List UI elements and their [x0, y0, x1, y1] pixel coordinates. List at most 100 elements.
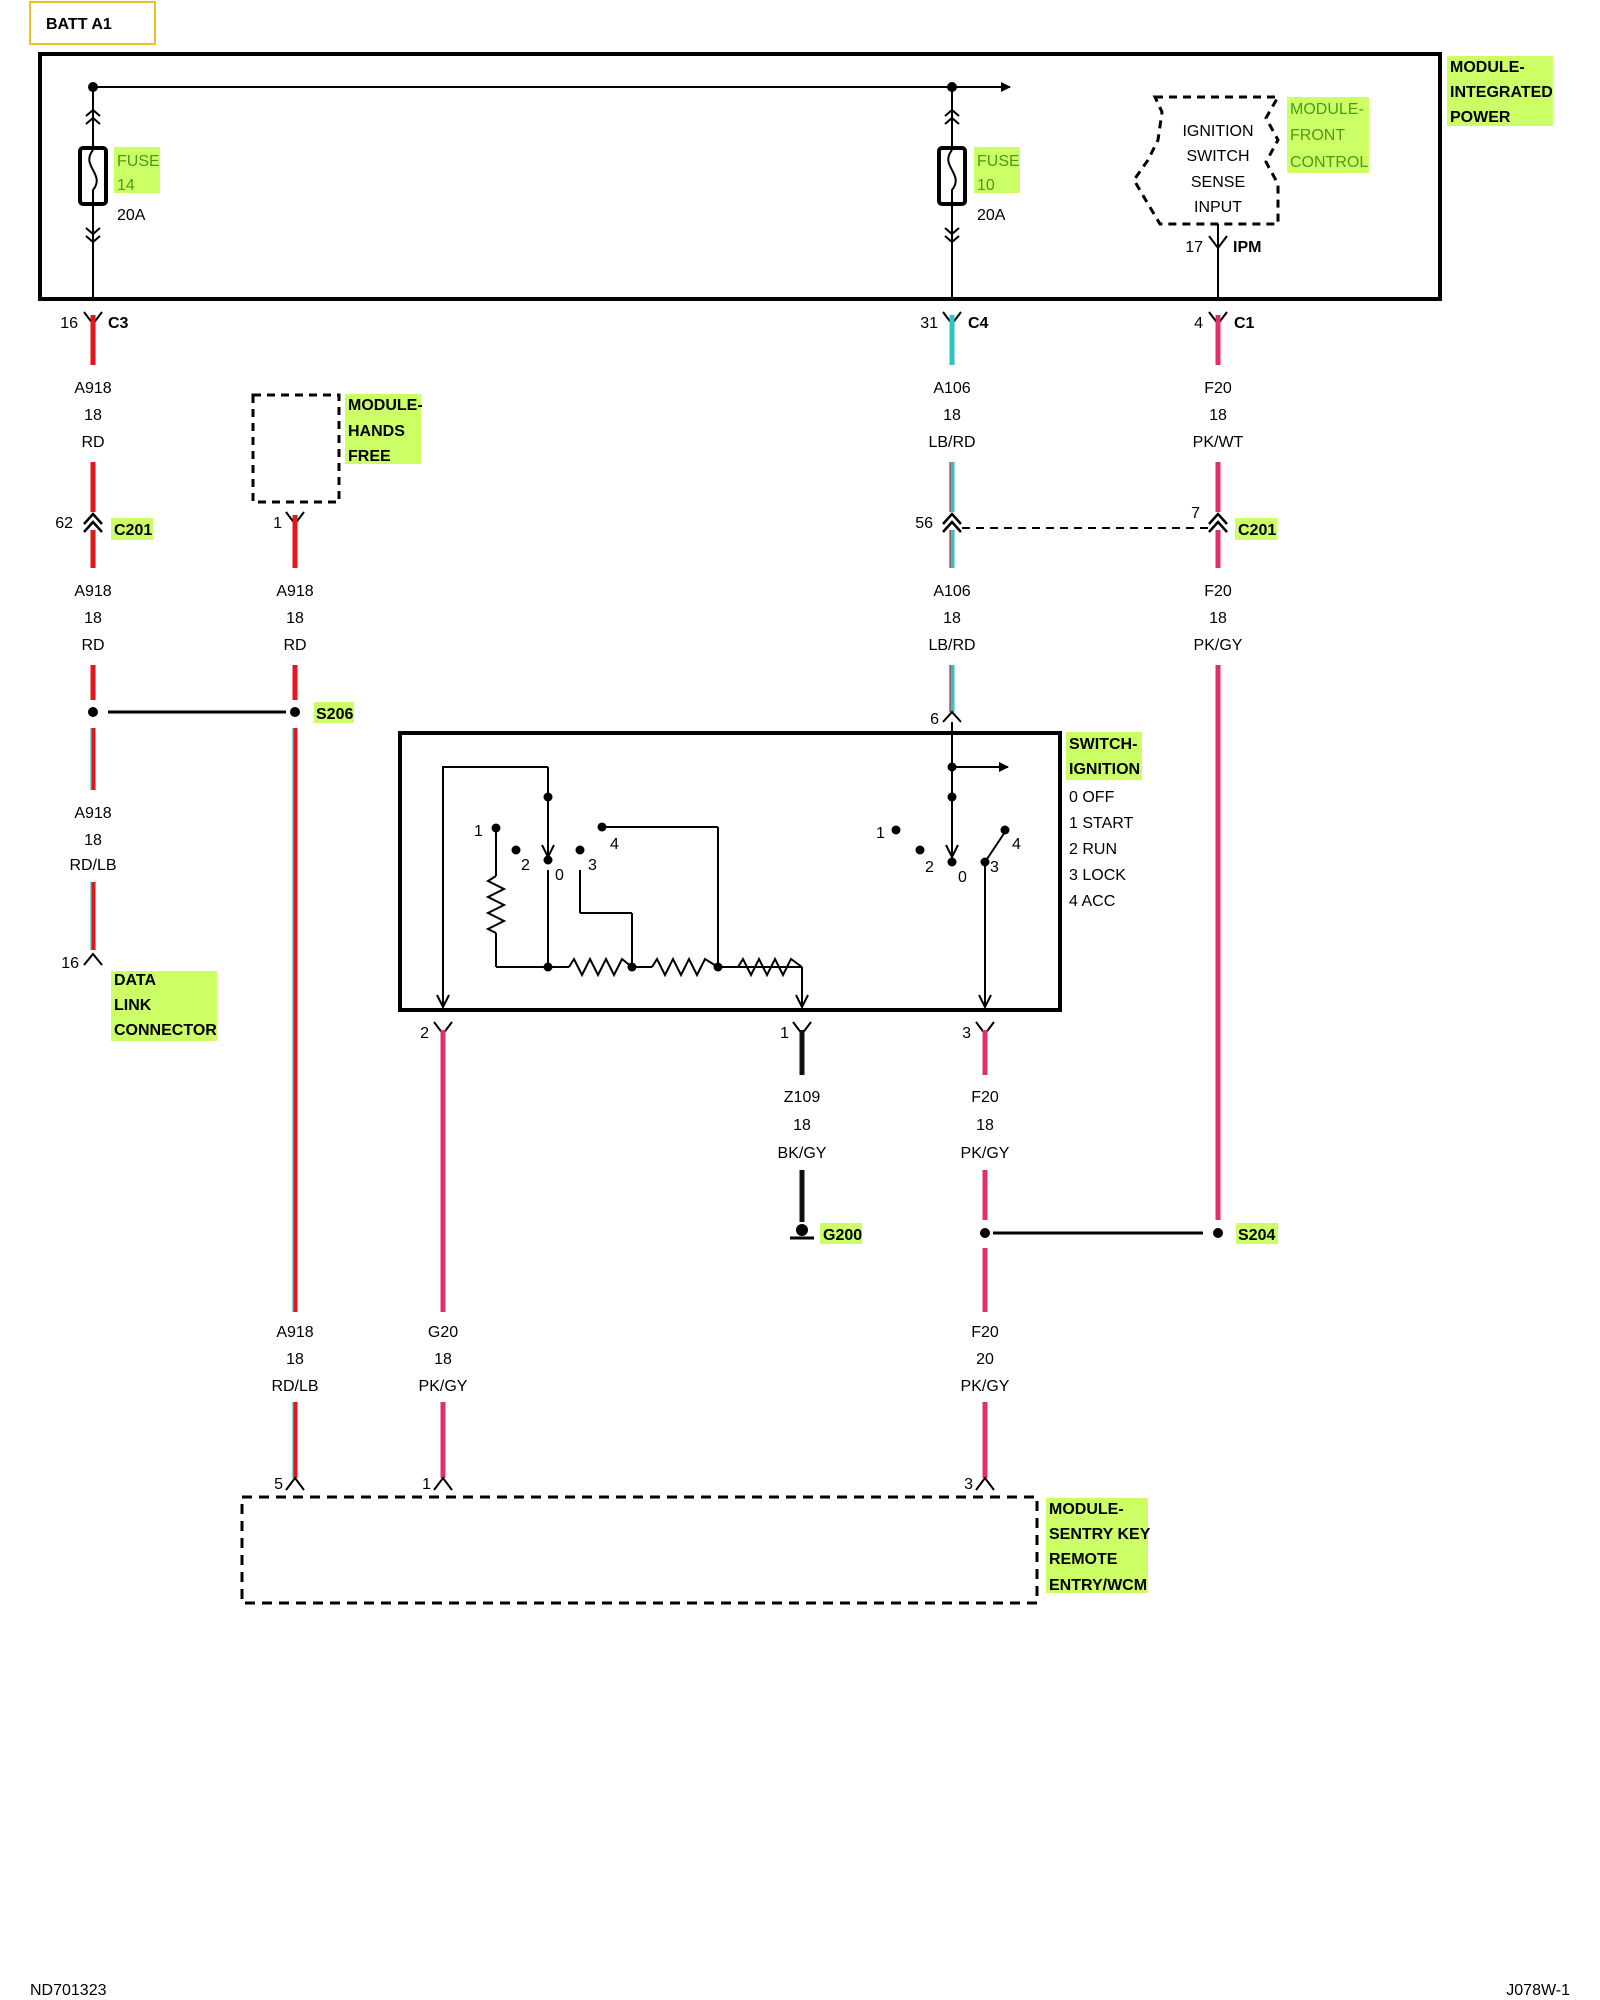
wire-a106-top-gauge: 18 — [943, 407, 961, 424]
wire-g20-color: PK/GY — [419, 1378, 468, 1395]
wire-a918-hf-color: RD — [283, 637, 306, 654]
c201-right-bg — [1235, 518, 1277, 540]
fuse10-num: 10 — [977, 177, 995, 194]
switch-pos-1: 1 START — [1069, 815, 1134, 832]
sk1-connector — [433, 1476, 453, 1491]
switch-pos-0: 0 OFF — [1069, 789, 1115, 806]
wire-a918-dlc-gauge: 18 — [84, 832, 102, 849]
splice-left-node — [88, 707, 98, 717]
ipm17-connector — [1208, 235, 1228, 250]
left-contact-1: 1 — [474, 823, 483, 840]
wire-a918-dlc-circuit: A918 — [74, 805, 111, 822]
pin-c3: 16 — [60, 315, 78, 332]
wire-z109-gauge: 18 — [793, 1117, 811, 1134]
front-label-3: CONTROL — [1290, 154, 1368, 171]
sense-label-4: INPUT — [1194, 199, 1242, 216]
s204-label-bg — [1236, 1223, 1278, 1244]
switch-label-1: SWITCH- — [1069, 736, 1137, 753]
wire-g20-circuit: G20 — [428, 1324, 458, 1341]
wire-f20-sk-gauge: 20 — [976, 1351, 994, 1368]
pin-c4: 31 — [920, 315, 938, 332]
wire-f20-mid-circuit: F20 — [1204, 583, 1232, 600]
pin-ipm17: 17 — [1185, 239, 1203, 256]
ipm-label-1: MODULE- — [1450, 59, 1525, 76]
wire-a918-mid-color: RD — [81, 637, 104, 654]
wire-a918-dlc-color: RD/LB — [69, 857, 116, 874]
sentry-label-2: SENTRY KEY — [1049, 1526, 1151, 1543]
splice-f20-node — [980, 1228, 990, 1238]
wire-f20-mid-color: PK/GY — [1194, 637, 1243, 654]
wire-a106-mid-gauge: 18 — [943, 610, 961, 627]
pin-sk1: 1 — [422, 1476, 431, 1493]
pin-c201-7: 7 — [1191, 505, 1200, 522]
front-label-bg — [1287, 97, 1369, 173]
wire-f20-sw-color: PK/GY — [961, 1145, 1010, 1162]
front-label-1: MODULE- — [1290, 101, 1364, 118]
c201-62-connector — [83, 512, 103, 533]
left-contact-0: 0 — [555, 867, 564, 884]
fuse14-label: FUSE — [117, 153, 160, 170]
wire-f20-top-color: PK/WT — [1193, 434, 1244, 451]
wire-a918-mid-gauge: 18 — [84, 610, 102, 627]
fuse14-num: 14 — [117, 177, 135, 194]
sense-label-2: SWITCH — [1186, 148, 1249, 165]
sense-label-3: SENSE — [1191, 174, 1245, 191]
wire-a106-top-color: LB/RD — [928, 434, 975, 451]
wire-f20-sw-gauge: 18 — [976, 1117, 994, 1134]
ipm-label-bg — [1447, 56, 1553, 126]
splice-s206-node — [290, 707, 300, 717]
dlc-label-3: CONNECTOR — [114, 1022, 217, 1039]
hands-label-3: FREE — [348, 448, 391, 465]
pin-c1: 4 — [1194, 315, 1203, 332]
fuse14-rating: 20A — [117, 207, 146, 224]
wire-a918-sk-gauge: 18 — [286, 1351, 304, 1368]
ignition-switch-right-contacts — [891, 762, 1010, 867]
wire-a106-top-circuit: A106 — [933, 380, 970, 397]
pin-c201-56: 56 — [915, 515, 933, 532]
fuse-10 — [937, 87, 967, 299]
wire-a918-sk-color: RD/LB — [271, 1378, 318, 1395]
ignition-switch-box — [398, 731, 1062, 1012]
batt-label: BATT A1 — [46, 16, 112, 33]
wire-a918-top-gauge: 18 — [84, 407, 102, 424]
right-contact-2: 2 — [925, 859, 934, 876]
wire-a106-mid-color: LB/RD — [928, 637, 975, 654]
front-label-2: FRONT — [1290, 127, 1345, 144]
fuse10-rating: 20A — [977, 207, 1006, 224]
wire-a918-hf-gauge: 18 — [286, 610, 304, 627]
switch-label-bg — [1066, 732, 1142, 780]
pin-c201-62: 62 — [55, 515, 73, 532]
connector-c201-right: C201 — [1238, 522, 1276, 539]
sentry-key-module-box — [240, 1495, 1039, 1605]
wire-f20-top-circuit: F20 — [1204, 380, 1232, 397]
batt-box — [29, 1, 156, 45]
hands-label-2: HANDS — [348, 423, 405, 440]
sk5-connector — [285, 1476, 305, 1491]
wire-f20-sk-circuit: F20 — [971, 1324, 999, 1341]
connector-c1: C1 — [1234, 315, 1255, 332]
connector-c4: C4 — [968, 315, 989, 332]
switch-pos-2: 2 RUN — [1069, 841, 1117, 858]
s206-label-bg — [314, 702, 354, 723]
ipm-label-2: INTEGRATED — [1450, 84, 1553, 101]
wire-a918-hf-circuit: A918 — [276, 583, 313, 600]
dlc-connector — [83, 952, 103, 966]
wire-a106-mid-circuit: A106 — [933, 583, 970, 600]
fuse10-label: FUSE — [977, 153, 1020, 170]
fuse-14 — [78, 87, 108, 299]
pin-hf1: 1 — [273, 515, 282, 532]
ignition-switch-right-section — [945, 722, 1009, 1010]
hands-free-module-box — [251, 393, 341, 504]
left-contact-4: 4 — [610, 836, 619, 853]
left-contact-3: 3 — [588, 857, 597, 874]
wire-f20-top-gauge: 18 — [1209, 407, 1227, 424]
wire-f20-sk-color: PK/GY — [961, 1378, 1010, 1395]
wire-a918-mid-circuit: A918 — [74, 583, 111, 600]
sentry-label-bg — [1046, 1498, 1148, 1593]
pin-sw1: 1 — [780, 1025, 789, 1042]
dlc-label-1: DATA — [114, 972, 157, 989]
right-contact-4: 4 — [1012, 836, 1021, 853]
ipm-box — [38, 52, 1442, 301]
sentry-label-4: ENTRY/WCM — [1049, 1577, 1147, 1594]
fuse14-label-bg — [114, 147, 160, 193]
